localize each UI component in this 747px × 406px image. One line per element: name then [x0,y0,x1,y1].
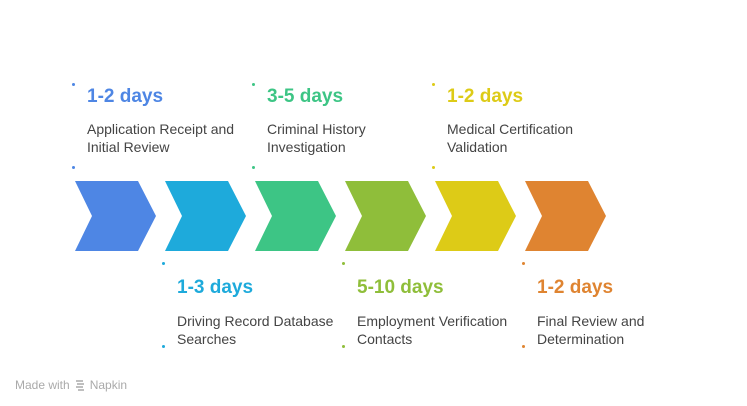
step-duration: 1-3 days [177,277,254,298]
marker-dot [72,166,75,169]
made-with-text: Made with [15,378,70,392]
chevron-step-5 [435,181,516,251]
chevron-shape [525,181,606,251]
step-duration: 1-2 days [447,86,524,107]
marker-dot [342,262,345,265]
step-label: Application Receipt and Initial Review [87,121,235,155]
napkin-brand-text: Napkin [89,378,128,392]
step-label: Criminal History Investigation [267,121,366,155]
step-duration: 1-2 days [87,86,164,107]
chevron-shape [255,181,336,251]
step-duration: 3-5 days [267,86,344,107]
step-label: Employment Verification Contacts [357,313,508,347]
chevron-step-6 [525,181,606,251]
chevron-shape [165,181,246,251]
step-label: Medical Certification Validation [447,121,574,155]
marker-dot [162,345,165,348]
marker-dot [252,83,255,86]
step-duration: 1-2 days [537,277,614,298]
step-label: Final Review and Determination [537,313,645,347]
chevron-step-4 [345,181,426,251]
chevron-shape [435,181,516,251]
marker-dot [522,345,525,348]
marker-dot [432,83,435,86]
chevron-shape [75,181,156,251]
footer-attribution: Made with Napkin [15,378,127,392]
step-label: Driving Record Database Searches [177,313,334,347]
chevron-step-2 [165,181,246,251]
chevron-step-1 [75,181,156,251]
marker-dot [342,345,345,348]
napkin-logo-icon [75,380,84,391]
marker-dot [162,262,165,265]
marker-dot [72,83,75,86]
marker-dot [522,262,525,265]
marker-dot [252,166,255,169]
step-duration: 5-10 days [357,277,444,298]
chevron-step-3 [255,181,336,251]
chevron-shape [345,181,426,251]
marker-dot [432,166,435,169]
